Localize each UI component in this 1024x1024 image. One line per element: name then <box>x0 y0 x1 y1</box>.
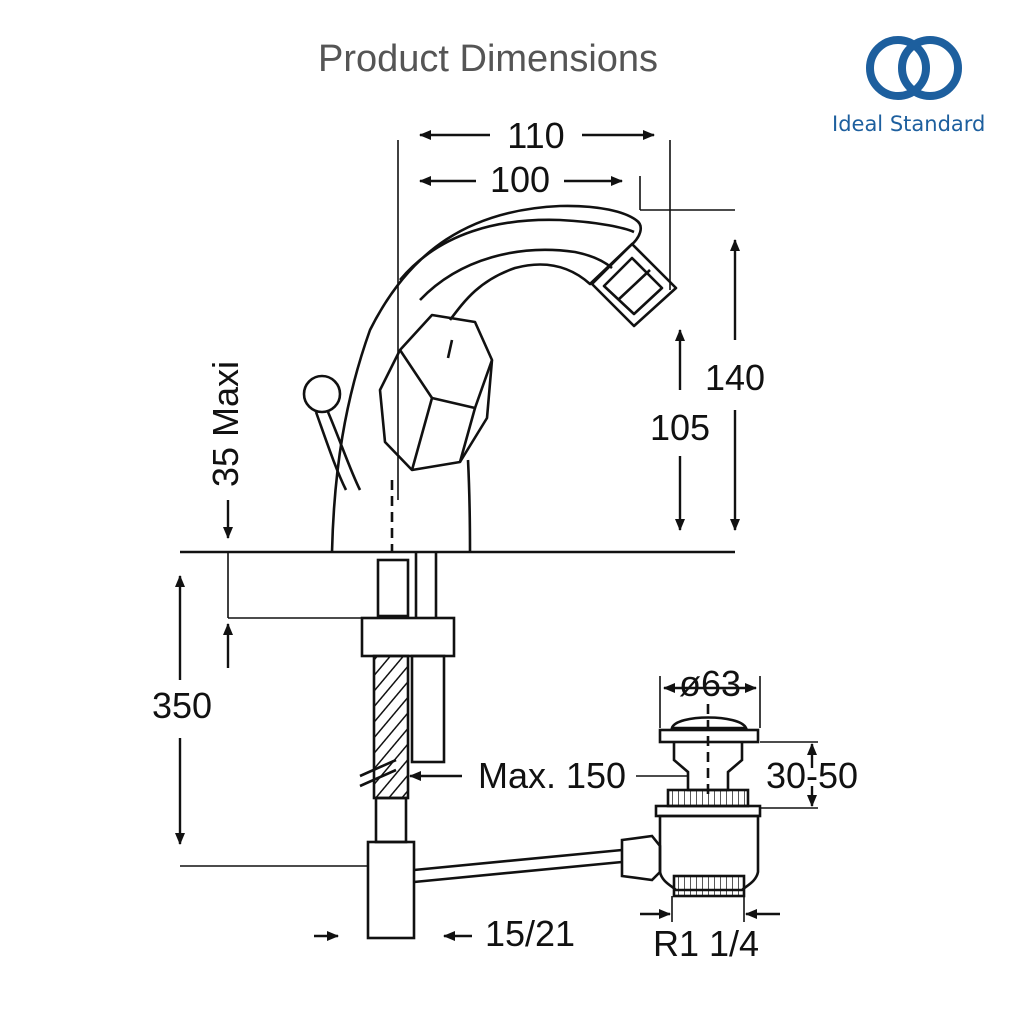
supply-pipe <box>366 840 416 940</box>
brand-name: Ideal Standard <box>832 112 986 136</box>
pop-up-rod-lower <box>314 411 348 491</box>
backnut-plate <box>360 616 456 658</box>
aerator-inner <box>602 256 664 316</box>
underdeck-fittings-group <box>359 552 623 940</box>
popup-link-rod-top <box>413 848 623 872</box>
aerator-outlet <box>590 242 678 328</box>
hose-break-mark-2 <box>359 768 397 788</box>
dim-label-350: 350 <box>152 685 212 726</box>
hose-nut <box>374 796 408 844</box>
waste-plug-cap <box>670 716 748 730</box>
handle-facet-right <box>431 396 477 463</box>
pop-up-knob <box>302 374 342 414</box>
dim-label-100: 100 <box>490 159 550 200</box>
linkage-connector <box>620 834 662 882</box>
dim-label-r1-1-4: R1 1/4 <box>653 923 759 964</box>
dim-label-110: 110 <box>507 115 564 156</box>
handle-octagon <box>378 313 494 472</box>
extension-lines <box>180 140 818 922</box>
waste-tail-thread <box>672 874 746 898</box>
waste-washer <box>654 804 762 818</box>
handle-facet-top <box>473 359 494 409</box>
dimension-labels: 110 100 140 105 35 Maxi 350 Max. 150 ø63… <box>152 115 858 964</box>
dimension-arrows <box>175 130 817 941</box>
dim-label-max-150: Max. 150 <box>478 755 626 796</box>
spout-inner-curve <box>399 218 635 281</box>
body-right-outline <box>466 459 472 553</box>
faucet-body-group <box>180 204 735 554</box>
waste-valve-group <box>620 704 762 898</box>
popup-link-rod-bottom <box>413 860 623 884</box>
logo-ring-right <box>898 36 962 100</box>
dim-label-15-21: 15/21 <box>485 913 575 954</box>
waste-throat <box>672 742 744 792</box>
hose-break-mark-1 <box>359 758 397 778</box>
logo-ring-left <box>866 36 930 100</box>
aerator-detail <box>617 269 651 301</box>
dim-label-140: 140 <box>705 357 765 398</box>
dim-label-o63: ø63 <box>679 663 741 704</box>
page-title: Product Dimensions <box>318 38 659 80</box>
mounting-shank <box>376 558 410 618</box>
dim-label-35-maxi: 35 Maxi <box>205 361 246 487</box>
handle-index-mark <box>446 339 454 359</box>
brand-logo-icon <box>866 36 962 100</box>
handle-facet-left <box>398 349 434 471</box>
dim-label-30-50: 30-50 <box>766 755 858 796</box>
spout-lower-curve <box>419 248 613 301</box>
popup-guide-block <box>410 654 446 764</box>
faucet-body-outline <box>330 204 642 553</box>
dim-label-105: 105 <box>650 407 710 448</box>
pop-up-rod <box>326 411 362 491</box>
